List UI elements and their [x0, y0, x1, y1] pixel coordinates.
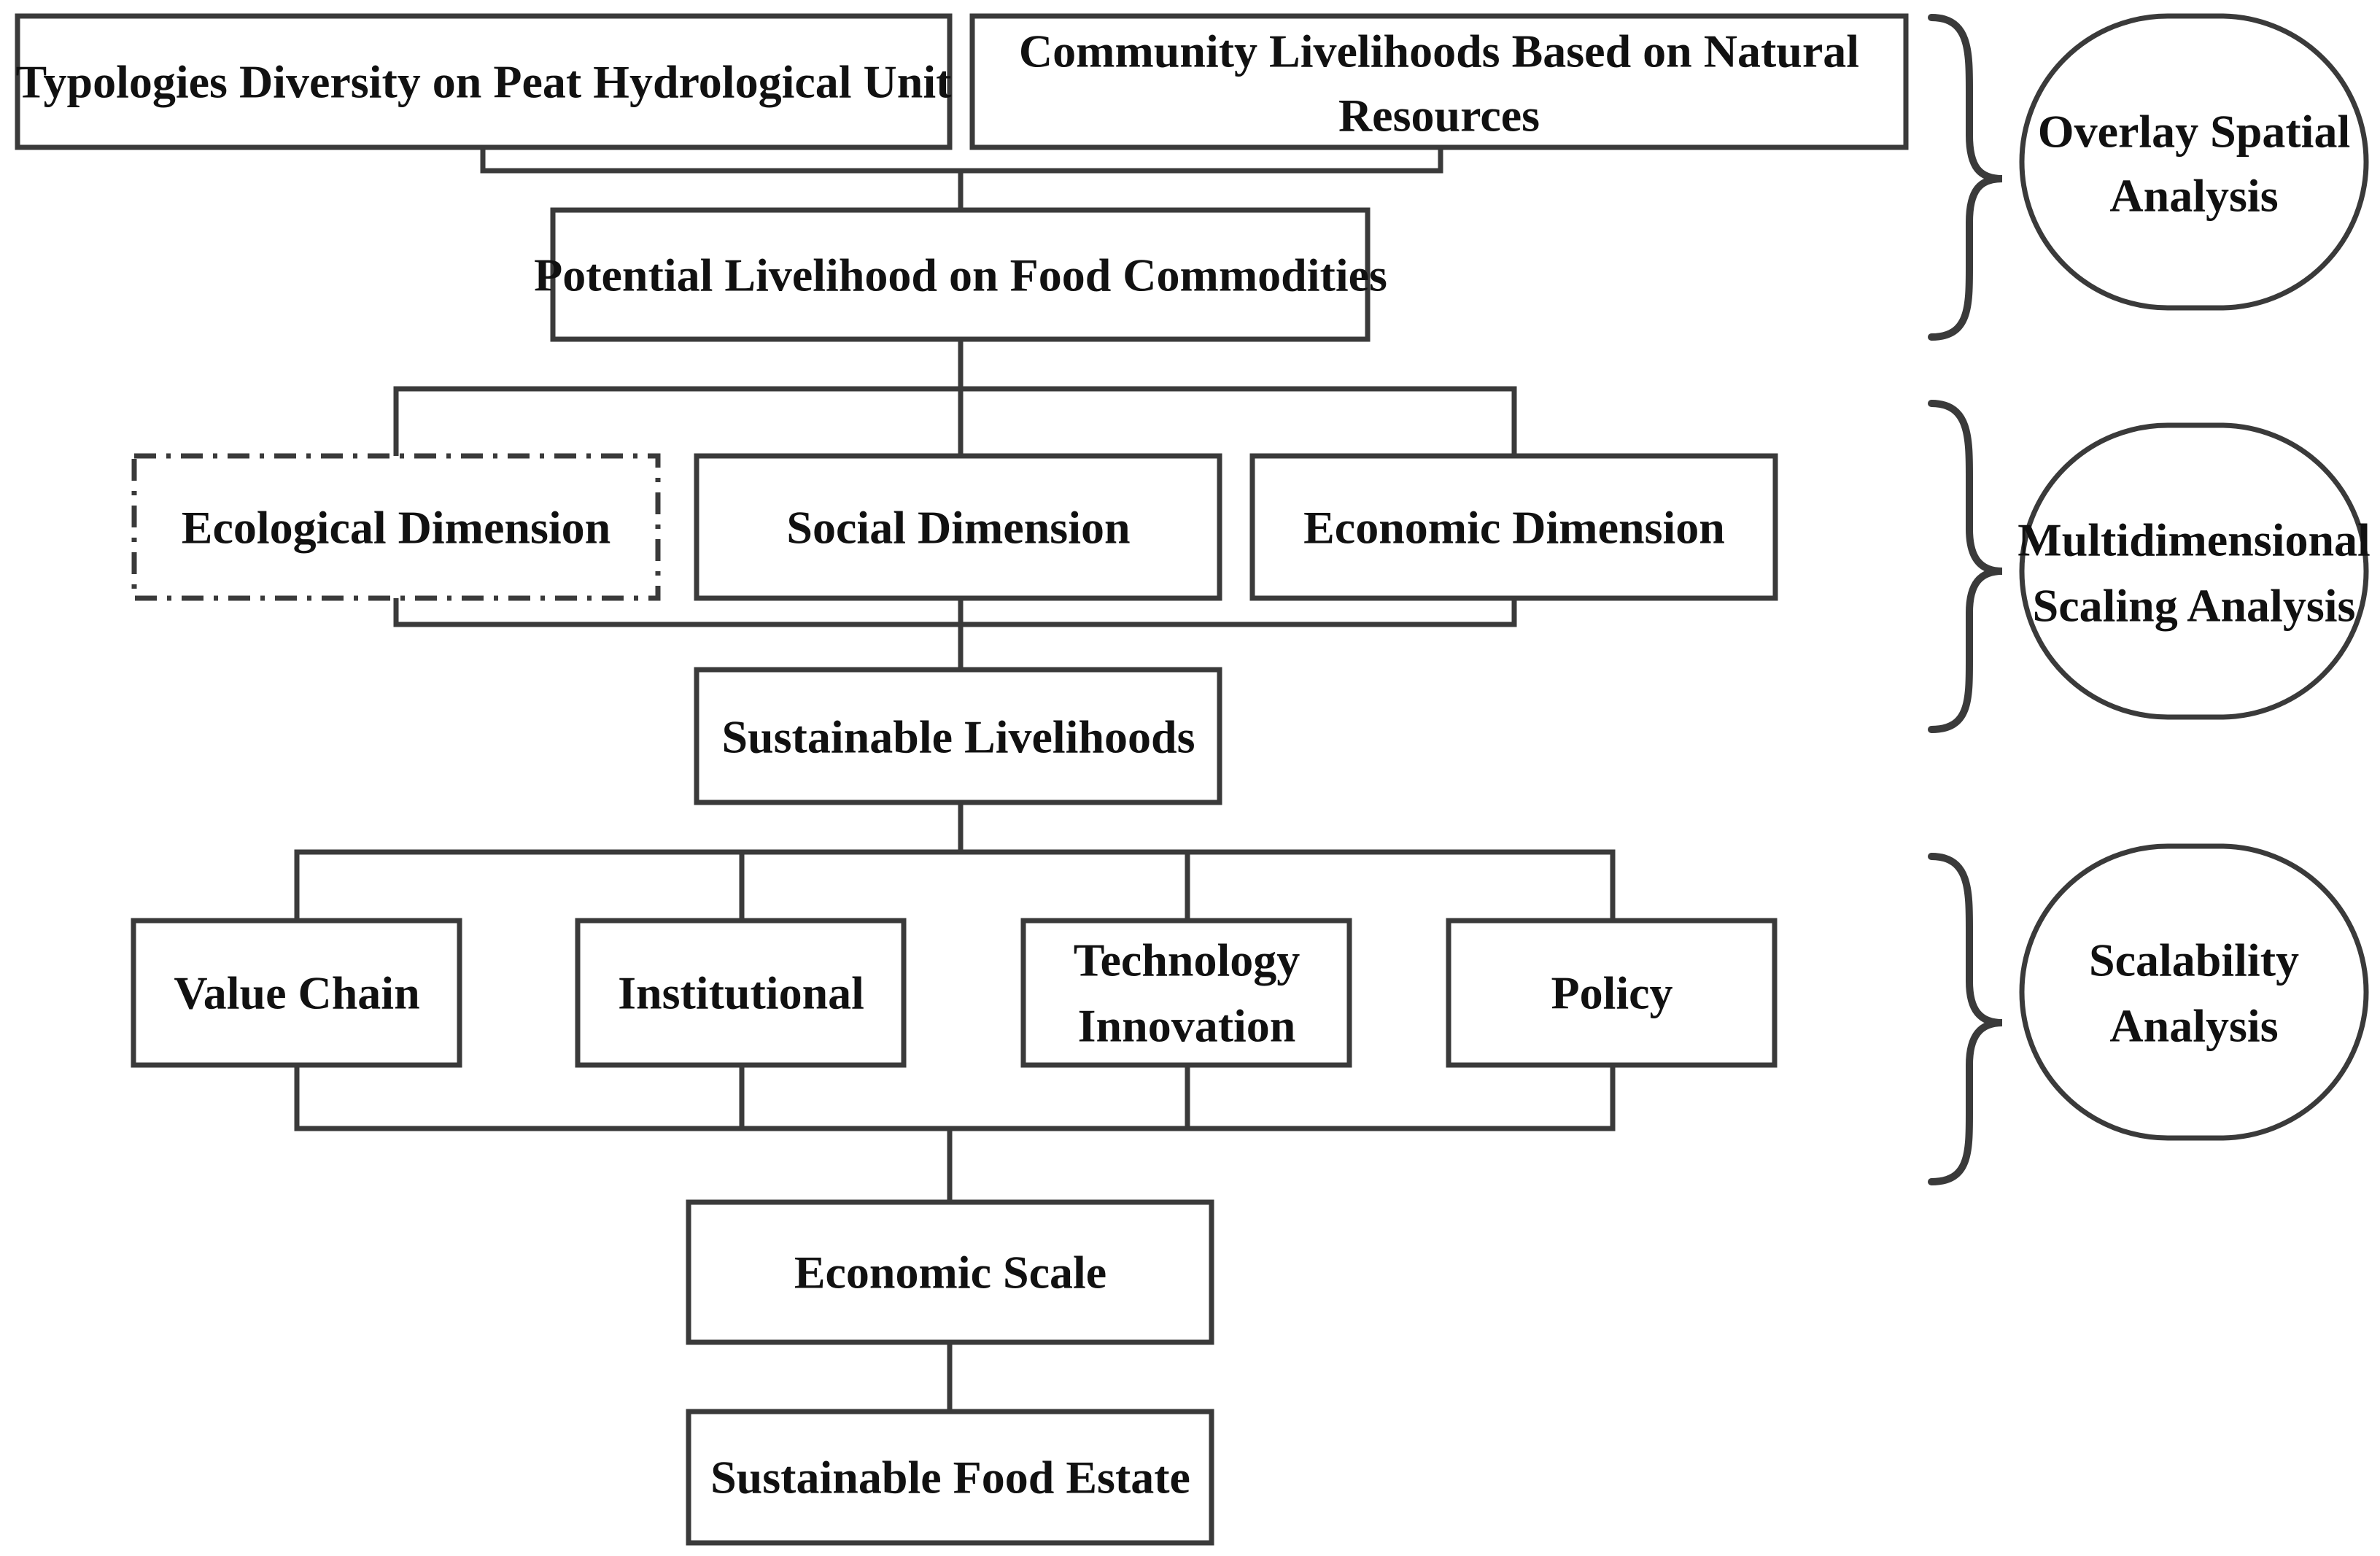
- node-technology-label-line1: Technology: [1074, 934, 1301, 986]
- node-economic-scale-label: Economic Scale: [794, 1247, 1106, 1298]
- connector-top-merge: [480, 147, 1443, 174]
- node-value-chain-label: Value Chain: [174, 967, 419, 1019]
- analysis-mds-label-line1: Multidimensional: [2017, 514, 2371, 566]
- analysis-scalability-label-line1: Scalability: [2089, 934, 2299, 986]
- connector-pillars-merge: [294, 1065, 1616, 1131]
- node-institutional-label: Institutional: [618, 967, 864, 1019]
- node-value-chain: Value Chain: [131, 918, 462, 1068]
- node-policy: Policy: [1446, 918, 1778, 1068]
- analysis-scalability-label-line2: Analysis: [2109, 1000, 2278, 1052]
- node-policy-label: Policy: [1551, 967, 1672, 1019]
- analysis-mds-label-line2: Scaling Analysis: [2033, 580, 2356, 632]
- connector-dimensions-split: [393, 386, 1517, 456]
- analysis-multidimensional-scaling: Multidimensional Scaling Analysis: [2017, 422, 2371, 720]
- node-technology-innovation: Technology Innovation: [1020, 918, 1352, 1068]
- brace-overlay: [1928, 14, 2003, 341]
- brace-multidimensional: [1928, 400, 2003, 733]
- connectors: [294, 147, 1616, 1412]
- analysis-overlay-spatial: Overlay Spatial Analysis: [2019, 13, 2369, 311]
- node-sustainable-livelihoods-label: Sustainable Livelihoods: [721, 711, 1195, 763]
- node-economic-dimension-label: Economic Dimension: [1303, 502, 1725, 554]
- analysis-overlay-label-line2: Analysis: [2109, 170, 2278, 222]
- connector-pillars-split: [294, 849, 1616, 921]
- node-ecological-label: Ecological Dimension: [182, 502, 610, 554]
- node-potential-livelihood: Potential Livelihood on Food Commodities: [534, 207, 1387, 342]
- node-sustainable-food-estate: Sustainable Food Estate: [686, 1409, 1214, 1546]
- node-sustainable-livelihoods: Sustainable Livelihoods: [694, 667, 1222, 805]
- node-food-estate-label: Sustainable Food Estate: [710, 1452, 1190, 1503]
- node-community-label-line1: Community Livelihoods Based on Natural: [1019, 26, 1859, 77]
- brace-scalability: [1928, 853, 2003, 1185]
- node-community-livelihoods: Community Livelihoods Based on Natural R…: [969, 13, 1909, 150]
- node-community-label-line2: Resources: [1338, 90, 1540, 142]
- analysis-scalability: Scalability Analysis: [2019, 843, 2369, 1141]
- node-ecological-dimension: Ecological Dimension: [131, 453, 661, 601]
- node-social-dimension: Social Dimension: [694, 453, 1222, 601]
- analysis-overlay-label-line1: Overlay Spatial: [2038, 106, 2350, 158]
- connector-dimensions-merge: [393, 598, 1517, 627]
- node-institutional: Institutional: [575, 918, 907, 1068]
- node-typologies: Typologies Diversity on Peat Hydrologica…: [15, 13, 953, 150]
- node-technology-label-line2: Innovation: [1078, 1000, 1296, 1052]
- node-social-label: Social Dimension: [786, 502, 1130, 554]
- node-typologies-label: Typologies Diversity on Peat Hydrologica…: [16, 56, 953, 108]
- node-potential-label: Potential Livelihood on Food Commodities: [534, 249, 1387, 301]
- node-economic-dimension: Economic Dimension: [1249, 453, 1778, 601]
- node-economic-scale: Economic Scale: [686, 1199, 1214, 1345]
